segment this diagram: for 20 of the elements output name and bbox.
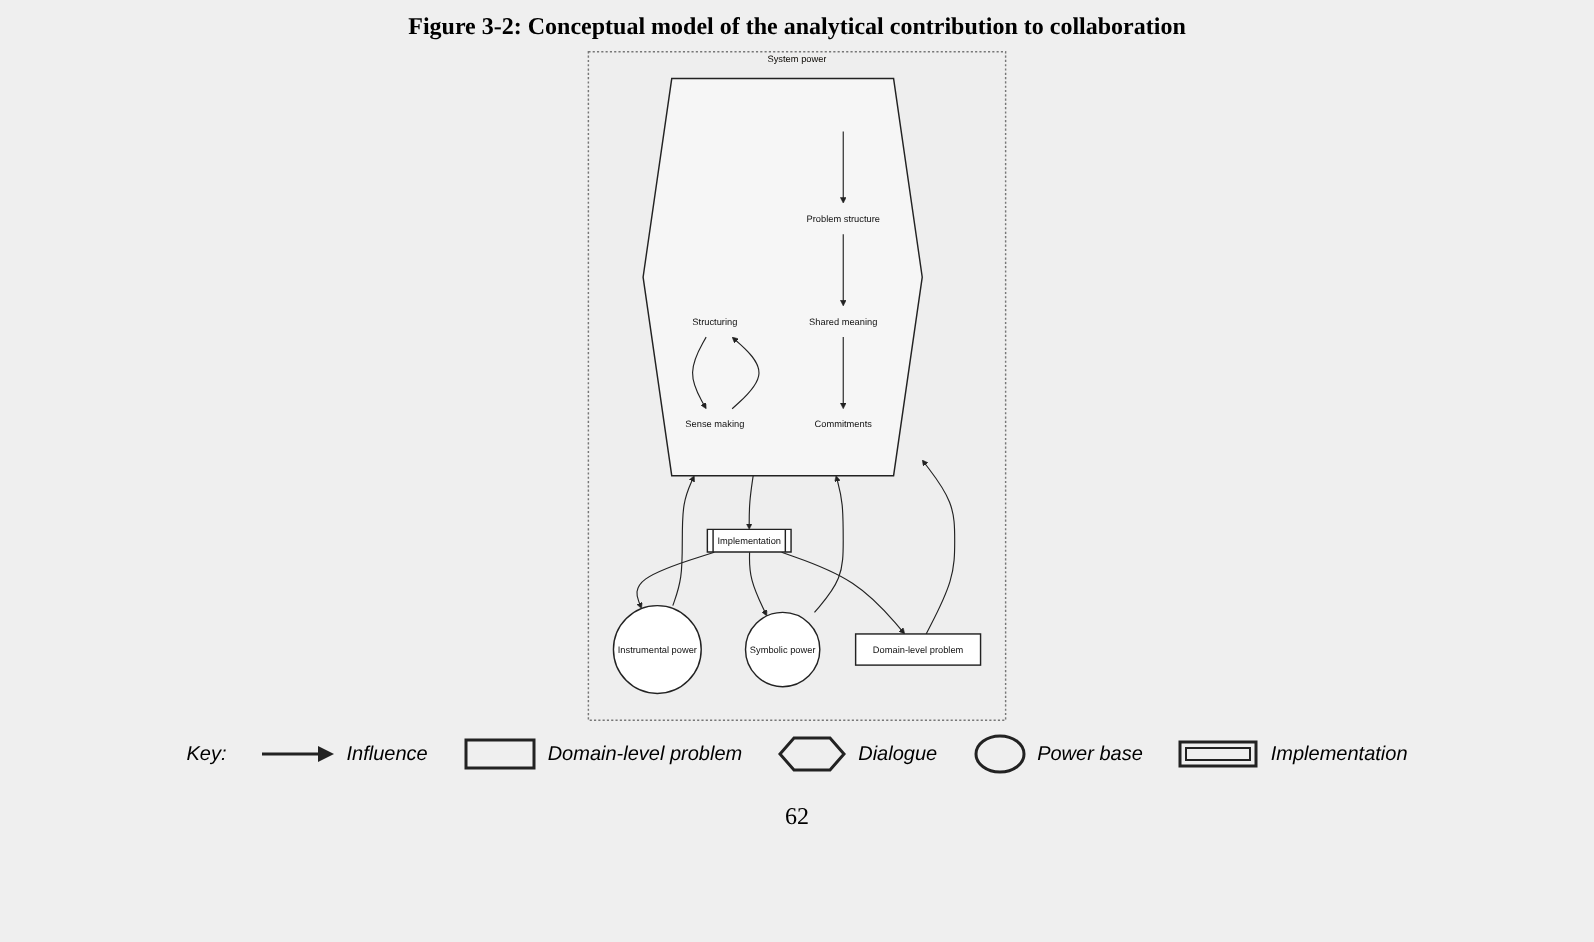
influence-arrow: [813, 475, 844, 613]
influence-arrow: [692, 336, 707, 409]
legend-text: Power base: [1037, 743, 1143, 765]
influence-arrow: [746, 475, 754, 530]
legend-text: Domain-level problem: [547, 743, 743, 765]
legend-text: Influence: [346, 743, 428, 765]
figure-title: Figure 3-2: Conceptual model of the analytical contribution to collaboration: [406, 12, 1188, 42]
influence-arrow: [748, 551, 768, 617]
key-label: Key:: [186, 743, 227, 765]
influence-arrow: [731, 336, 760, 410]
page-number: 62: [783, 802, 811, 832]
influence-arrow: [636, 551, 715, 609]
legend-text: Implementation: [1270, 743, 1408, 765]
influence-arrow: [840, 233, 847, 307]
influence-arrow: [672, 475, 695, 607]
influence-arrow: [840, 131, 847, 204]
influence-arrow: [921, 459, 956, 635]
influence-arrow: [840, 336, 847, 409]
legend-text: Dialogue: [858, 743, 938, 765]
influence-arrow: [781, 551, 906, 635]
